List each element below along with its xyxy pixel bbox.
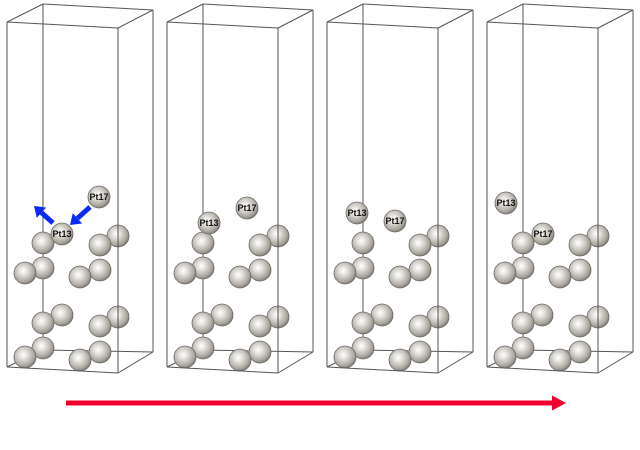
pt-atom [568, 233, 592, 257]
atom-label: Pt17 [89, 192, 108, 202]
pt-atom [333, 345, 357, 369]
cell-edge-top-front [326, 21, 439, 29]
pt-atom [568, 340, 592, 364]
pt-atom [228, 265, 252, 289]
cell-edge-top-right [437, 9, 474, 29]
pt-atom-pt17: Pt17 [383, 209, 407, 233]
pt-atom [388, 348, 412, 372]
pt-atom [88, 258, 112, 282]
pt-atom [568, 258, 592, 282]
pt13-up-left-arrow-icon [34, 206, 55, 225]
pt-atom [13, 261, 37, 285]
pt-atom [511, 311, 535, 335]
cell-edge-top-right [277, 9, 314, 29]
pt-atom [88, 314, 112, 338]
cell-edge-bottom-right [597, 351, 634, 374]
pt-atom [388, 265, 412, 289]
pt-atom [511, 231, 535, 255]
atom-label: Pt17 [237, 203, 256, 213]
pt-atom-pt17: Pt17 [531, 222, 555, 246]
atom-label: Pt13 [347, 208, 366, 218]
pt-atom [548, 348, 572, 372]
pt-atom [68, 348, 92, 372]
atom-label: Pt17 [533, 229, 552, 239]
cell-edge-top-right [597, 9, 634, 29]
pt-atom-pt13: Pt13 [345, 201, 369, 225]
pt-atom [191, 336, 215, 360]
pt-atom [408, 340, 432, 364]
pt-atom [31, 231, 55, 255]
pt-atom [173, 345, 197, 369]
pt-atom [493, 345, 517, 369]
pt-atom [548, 265, 572, 289]
cell-edge-bottom-right [437, 351, 474, 374]
pt-atom [351, 311, 375, 335]
motion-arrows [34, 205, 92, 225]
cell-edge-top-left [166, 3, 204, 23]
atom-label: Pt13 [496, 198, 515, 208]
pt17-down-left-arrow-icon [70, 205, 92, 225]
cell-edge-bottom-front [486, 366, 599, 374]
pt-atom [351, 336, 375, 360]
pt-atom [248, 340, 272, 364]
pt-atom [248, 233, 272, 257]
panel-step-1: Pt13 Pt17 [6, 3, 154, 374]
cell-edge-bottom-front [326, 366, 439, 374]
pt-atom [511, 336, 535, 360]
pt-atom [68, 265, 92, 289]
pt-atom [88, 340, 112, 364]
pt-atom-pt13: Pt13 [50, 222, 74, 246]
atom-label: Pt13 [199, 218, 218, 228]
cell-edge-top-left [6, 3, 44, 23]
pt-atom [13, 345, 37, 369]
pt-atom [173, 261, 197, 285]
cell-edge-top-right [117, 9, 154, 29]
pt-atom-pt17: Pt17 [235, 196, 259, 220]
pt-atom [493, 261, 517, 285]
cell-edge-top-left [326, 3, 364, 23]
pt-atom [228, 348, 252, 372]
cell-edge-bottom-front [6, 366, 119, 374]
pt-atom [88, 233, 112, 257]
time-progress-arrow-icon [66, 395, 566, 411]
cell-edge-top-back [42, 3, 154, 11]
pt-atom [408, 314, 432, 338]
pt-atom [351, 231, 375, 255]
pt-atom [191, 231, 215, 255]
cell-edge-bottom-right [277, 351, 314, 374]
cell-edge-bottom-right [117, 351, 154, 374]
pt-atom [248, 314, 272, 338]
pt-atom [333, 261, 357, 285]
cell-edge-top-back [202, 3, 314, 11]
cell-edge-top-front [6, 21, 119, 29]
cell-edge-bottom-front [166, 366, 279, 374]
panel-step-2: Pt13 Pt17 [166, 3, 314, 374]
atom-label: Pt13 [52, 229, 71, 239]
cell-edge-top-back [522, 3, 634, 11]
pt-atom-pt13: Pt13 [494, 191, 518, 215]
pt-atom [191, 311, 215, 335]
pt-atom-pt13: Pt13 [197, 211, 221, 235]
cell-edge-top-back [362, 3, 474, 11]
cell-edge-top-front [486, 21, 599, 29]
cell-edge-top-front [166, 21, 279, 29]
pt-atom [408, 258, 432, 282]
pt-atom [248, 258, 272, 282]
time-arrow [66, 395, 566, 411]
pt-atom [31, 311, 55, 335]
pt-atom [568, 314, 592, 338]
pt-atom-pt17: Pt17 [87, 185, 111, 209]
pt-atom [31, 336, 55, 360]
pt-atom [408, 233, 432, 257]
atom-label: Pt17 [385, 216, 404, 226]
cell-edge-top-left [486, 3, 524, 23]
